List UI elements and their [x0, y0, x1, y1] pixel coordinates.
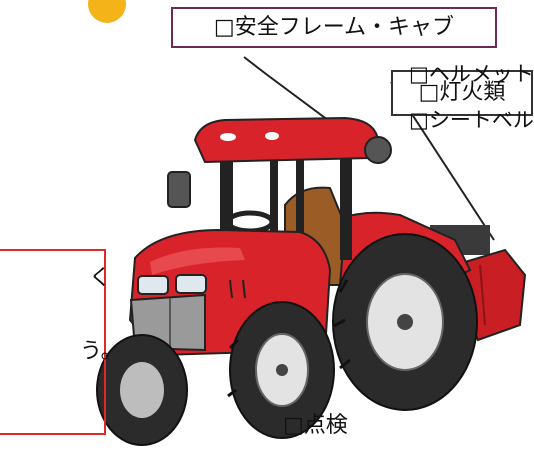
lights-text: □灯火類	[418, 80, 506, 105]
safety-frame-cab-label: □安全フレーム・キャブ	[171, 7, 497, 48]
note-line-1: く	[89, 266, 112, 291]
headlight-left	[137, 275, 169, 295]
note-box	[0, 249, 106, 435]
yellow-badge	[88, 0, 126, 23]
tire-treads	[227, 279, 351, 398]
seatbelt-label: □シートベルト	[409, 108, 534, 132]
steering-wheel	[225, 210, 275, 234]
inspection-label: □点検	[283, 413, 348, 438]
right-beacon	[364, 136, 392, 164]
roof-light-left	[220, 133, 236, 141]
lights-label: □灯火類	[391, 70, 533, 116]
roof-canopy	[193, 116, 380, 164]
left-mirror	[167, 171, 191, 208]
roof-light-mid	[265, 132, 279, 140]
headlight-right	[175, 274, 207, 294]
note-line-2: う。	[80, 339, 123, 364]
front-right-wheel	[229, 301, 335, 439]
helmet-label: □ヘルメット	[409, 62, 534, 86]
rear-wheel	[332, 233, 478, 411]
front-left-wheel	[96, 334, 188, 446]
side-vents	[229, 279, 246, 299]
safety-frame-cab-text: □安全フレーム・キャブ	[213, 14, 455, 40]
